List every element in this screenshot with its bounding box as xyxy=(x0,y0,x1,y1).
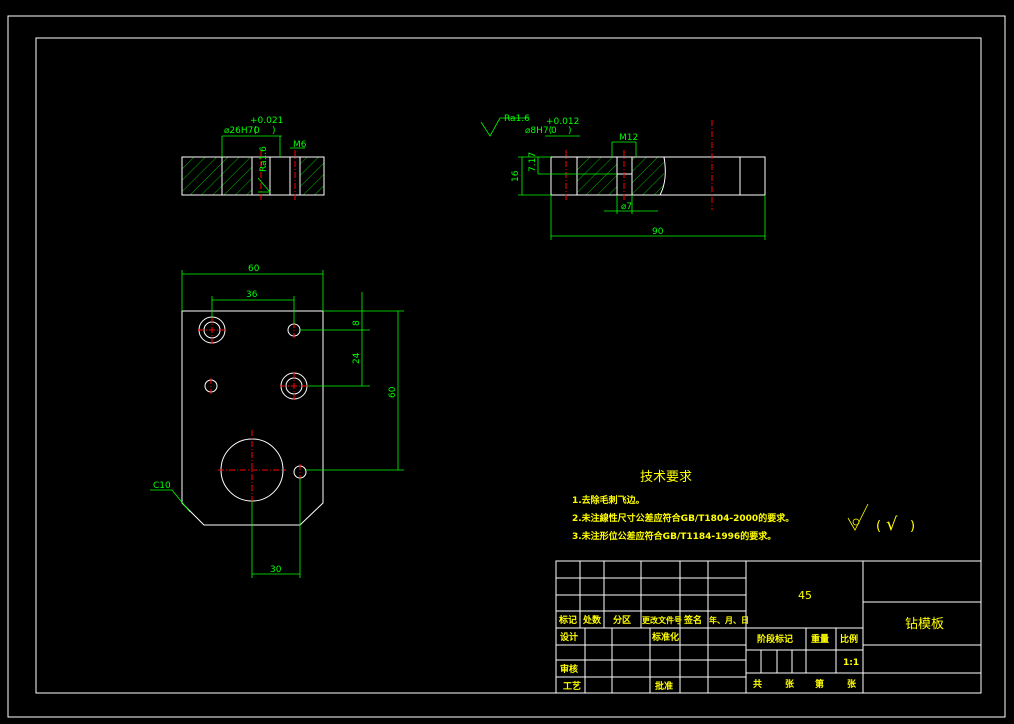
section-b-roughness-mark xyxy=(480,117,528,137)
section-a-tol-lower: 0 xyxy=(254,126,260,136)
tech-requirement-1: 1.去除毛刺飞边。 xyxy=(572,494,645,506)
rev-header-count: 处数 xyxy=(582,614,602,626)
section-b-hatch-2 xyxy=(632,157,664,195)
roughness-circle-icon xyxy=(852,518,860,526)
inner-frame xyxy=(35,37,982,694)
section-b-dim-length: 90 xyxy=(652,227,664,237)
label-design: 设计 xyxy=(560,631,578,643)
section-a-tol-upper: +0.021 xyxy=(250,116,283,126)
label-process: 工艺 xyxy=(563,680,581,692)
material: 45 xyxy=(798,589,812,602)
label-sheet-no: 第 xyxy=(815,678,824,690)
section-b-hole-spec: ⌀8H7( xyxy=(525,126,552,136)
label-weight: 重量 xyxy=(811,633,829,645)
section-a-hatch-left xyxy=(182,157,252,195)
label-approve: 批准 xyxy=(655,680,673,692)
label-stage-mark: 阶段标记 xyxy=(757,633,793,645)
roughness-check: √ xyxy=(886,514,898,535)
section-a-hole-spec: ⌀26H7( xyxy=(224,126,257,136)
section-view-a: +0.021 ⌀26H7( 0 ) M6 Ra1.6 xyxy=(181,116,325,200)
plan-dim-offset: 8 xyxy=(352,320,362,326)
plan-chamfer: C10 xyxy=(153,481,171,491)
section-b-outline xyxy=(550,156,766,196)
plan-dim-bottom: 30 xyxy=(270,565,282,575)
section-a-roughness-mark xyxy=(257,177,271,193)
rev-header-date: 年、月、日 xyxy=(709,615,749,625)
section-b-dim-depth: 7.17 xyxy=(528,152,538,172)
label-total: 共 xyxy=(753,678,762,690)
section-b-tol-upper: +0.012 xyxy=(546,117,579,127)
section-a-thread: M6 xyxy=(293,140,307,150)
plan-chamfer-leader xyxy=(150,489,191,513)
section-b-dim-bore: ⌀7 xyxy=(621,202,632,212)
general-roughness-symbol: ( √ ) xyxy=(847,503,915,535)
roughness-check-icon xyxy=(847,503,869,531)
outer-border xyxy=(7,15,1006,718)
plan-dim-width: 60 xyxy=(248,264,260,274)
scale-value: 1:1 xyxy=(843,658,859,668)
label-scale: 比例 xyxy=(840,633,858,645)
rev-header-mark: 标记 xyxy=(558,614,577,626)
section-a-outline xyxy=(181,156,325,196)
plan-view: 60 36 8 24 60 30 C10 xyxy=(150,264,404,578)
section-b-hatch-1 xyxy=(577,157,617,195)
label-sheets: 张 xyxy=(785,678,795,690)
label-sheet: 张 xyxy=(847,678,857,690)
plan-outline xyxy=(181,310,324,526)
section-b-break-line xyxy=(659,156,666,196)
title-block-frame xyxy=(555,560,982,694)
label-standardization: 标准化 xyxy=(651,631,679,643)
rev-header-doc: 更改文件号 xyxy=(642,615,682,625)
section-a-roughness: Ra1.6 xyxy=(259,146,269,172)
tech-requirements: 技术要求 1.去除毛刺飞边。 2.未注線性尺寸公差应符合GB/T1804-200… xyxy=(572,470,794,542)
roughness-paren-close: ) xyxy=(910,519,915,534)
section-b-dim-height: 16 xyxy=(511,170,521,182)
plan-dim-spacing: 36 xyxy=(246,290,258,300)
part-name: 钻模板 xyxy=(905,617,944,632)
label-review: 审核 xyxy=(560,663,578,675)
section-b-tol-lower: 0 xyxy=(551,126,557,136)
plan-dim-vertical: 24 xyxy=(352,352,362,364)
tech-requirement-2: 2.未注線性尺寸公差应符合GB/T1804-2000的要求。 xyxy=(572,512,794,524)
tech-requirements-title: 技术要求 xyxy=(640,470,692,485)
section-b-thread: M12 xyxy=(619,133,638,143)
section-b-roughness: Ra1.6 xyxy=(504,114,530,124)
title-block: 标记 处数 分区 更改文件号 签名 年、月、日 设计 标准化 审核 工艺 批准 … xyxy=(555,560,982,694)
section-view-b: Ra1.6 +0.012 ⌀8H7( 0 ) M12 16 7.17 ⌀7 90 xyxy=(480,114,766,240)
section-a-hole-spec-close: ) xyxy=(272,126,276,136)
plan-dim-height: 60 xyxy=(388,386,398,398)
rev-header-sign: 签名 xyxy=(683,614,702,626)
rev-header-zone: 分区 xyxy=(613,614,631,626)
section-b-hole-spec-close: ) xyxy=(568,126,572,136)
roughness-paren-open: ( xyxy=(876,519,881,534)
section-a-hatch-right xyxy=(300,157,324,195)
tech-requirement-3: 3.未注形位公差应符合GB/T1184-1996的要求。 xyxy=(572,530,776,542)
